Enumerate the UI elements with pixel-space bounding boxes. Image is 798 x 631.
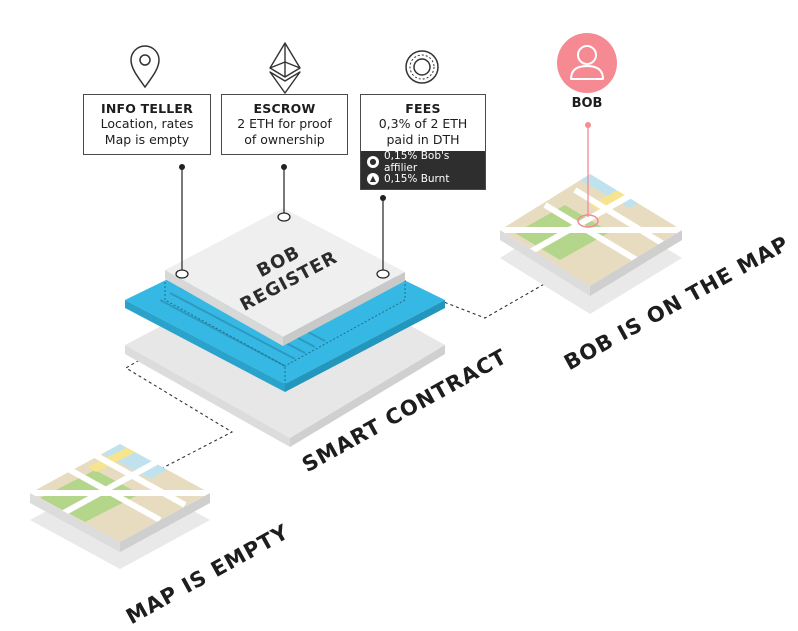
bob-pin-dot (585, 122, 591, 128)
fees-line1: 0,3% of 2 ETH (378, 116, 468, 131)
fees-title: FEES (405, 101, 441, 116)
user-avatar-icon (557, 33, 617, 93)
leader-line-fees (376, 195, 390, 279)
fees-burnt-row: ▲ 0,15% Burnt (367, 170, 485, 187)
flame-icon: ▲ (367, 172, 379, 185)
escrow-line1: 2 ETH for proof (237, 116, 332, 131)
leader-line-info (175, 164, 189, 279)
info-teller-card: INFO TELLER Location, rates Map is empty (83, 94, 211, 155)
coin-icon (405, 50, 439, 84)
map-bob-tile (500, 122, 682, 314)
fees-line2: paid in DTH (386, 132, 460, 147)
bob-label: BOB (571, 96, 603, 111)
fees-sub1: 0,15% Bob's affilier (384, 149, 450, 174)
fees-affilier-row: ● 0,15% Bob's affilier (367, 150, 485, 174)
escrow-card: ESCROW 2 ETH for proof of ownership (221, 94, 348, 155)
info-teller-line2: Map is empty (104, 132, 190, 147)
info-teller-title: INFO TELLER (101, 101, 193, 116)
bob-register-block: BOB REGISTER (165, 208, 405, 346)
escrow-title: ESCROW (253, 101, 316, 116)
bob-location-marker (577, 214, 599, 228)
map-empty-tile (30, 444, 210, 569)
escrow-line2: of ownership (244, 132, 325, 147)
location-pin-icon (130, 45, 160, 89)
info-teller-line1: Location, rates (100, 116, 194, 131)
fees-sub2: 0,15% Burnt (384, 172, 450, 185)
user-icon: ● (367, 155, 379, 168)
fees-breakdown: ● 0,15% Bob's affilier ▲ 0,15% Burnt (361, 150, 485, 189)
ethereum-icon (269, 42, 301, 94)
leader-line-escrow (277, 164, 291, 222)
